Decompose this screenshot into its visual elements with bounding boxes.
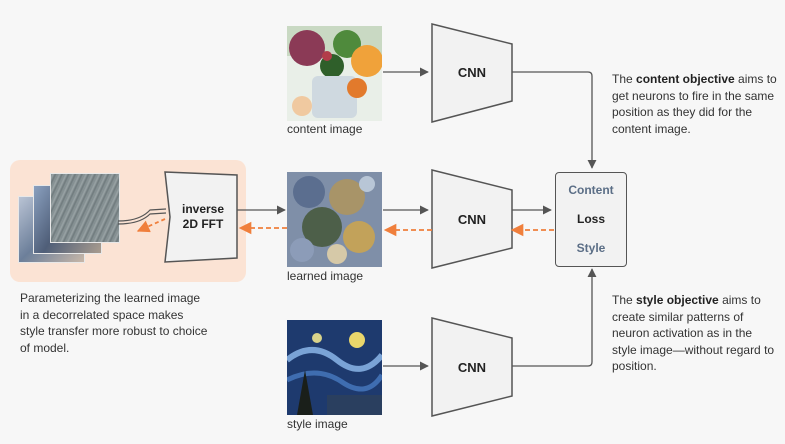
loss-label: Loss — [576, 212, 605, 226]
learned-image-caption: learned image — [287, 269, 364, 283]
content-note-bold: content objective — [636, 72, 735, 86]
style-note-before: The — [612, 293, 637, 307]
cnn-shape-middle — [431, 169, 513, 269]
inverse-fft-label: inverse 2D FFT — [170, 202, 236, 232]
cnn-label-bottom: CNN — [457, 360, 487, 375]
style-image-caption: style image — [287, 417, 348, 431]
style-image — [287, 320, 382, 415]
style-note-bold: style objective — [636, 293, 719, 307]
loss-box: Content Loss Style — [555, 172, 627, 267]
cnn-label-top: CNN — [457, 65, 487, 80]
cnn-label-middle: CNN — [457, 212, 487, 227]
arrow-icon — [512, 268, 597, 367]
inverse-fft-shape — [164, 171, 238, 263]
parameterization-note: Parameterizing the learned image in a de… — [20, 291, 208, 355]
style-note-after: aims to create similar patterns of neuro… — [612, 293, 775, 373]
frequency-card-front — [50, 173, 120, 243]
style-objective-note: The style objective aims to create simil… — [612, 292, 777, 375]
content-image-caption: content image — [287, 122, 363, 136]
inverse-fft-line1: inverse — [181, 202, 225, 216]
content-note-before: The — [612, 72, 637, 86]
content-note-after: aims to get neurons to fire in the same … — [612, 72, 777, 136]
loss-content-label: Content — [568, 183, 614, 197]
cnn-shape-bottom — [431, 317, 513, 417]
learned-image — [287, 172, 382, 267]
connector-line — [117, 212, 167, 225]
inverse-fft-line2: 2D FFT — [182, 217, 224, 231]
cnn-shape-top — [431, 23, 513, 123]
connector-line — [117, 208, 167, 222]
content-image — [287, 26, 382, 121]
arrow-icon — [512, 71, 597, 169]
content-objective-note: The content objective aims to get neuron… — [612, 71, 777, 137]
loss-style-label: Style — [576, 241, 606, 255]
dashed-orange-arrow-icon — [136, 218, 166, 233]
